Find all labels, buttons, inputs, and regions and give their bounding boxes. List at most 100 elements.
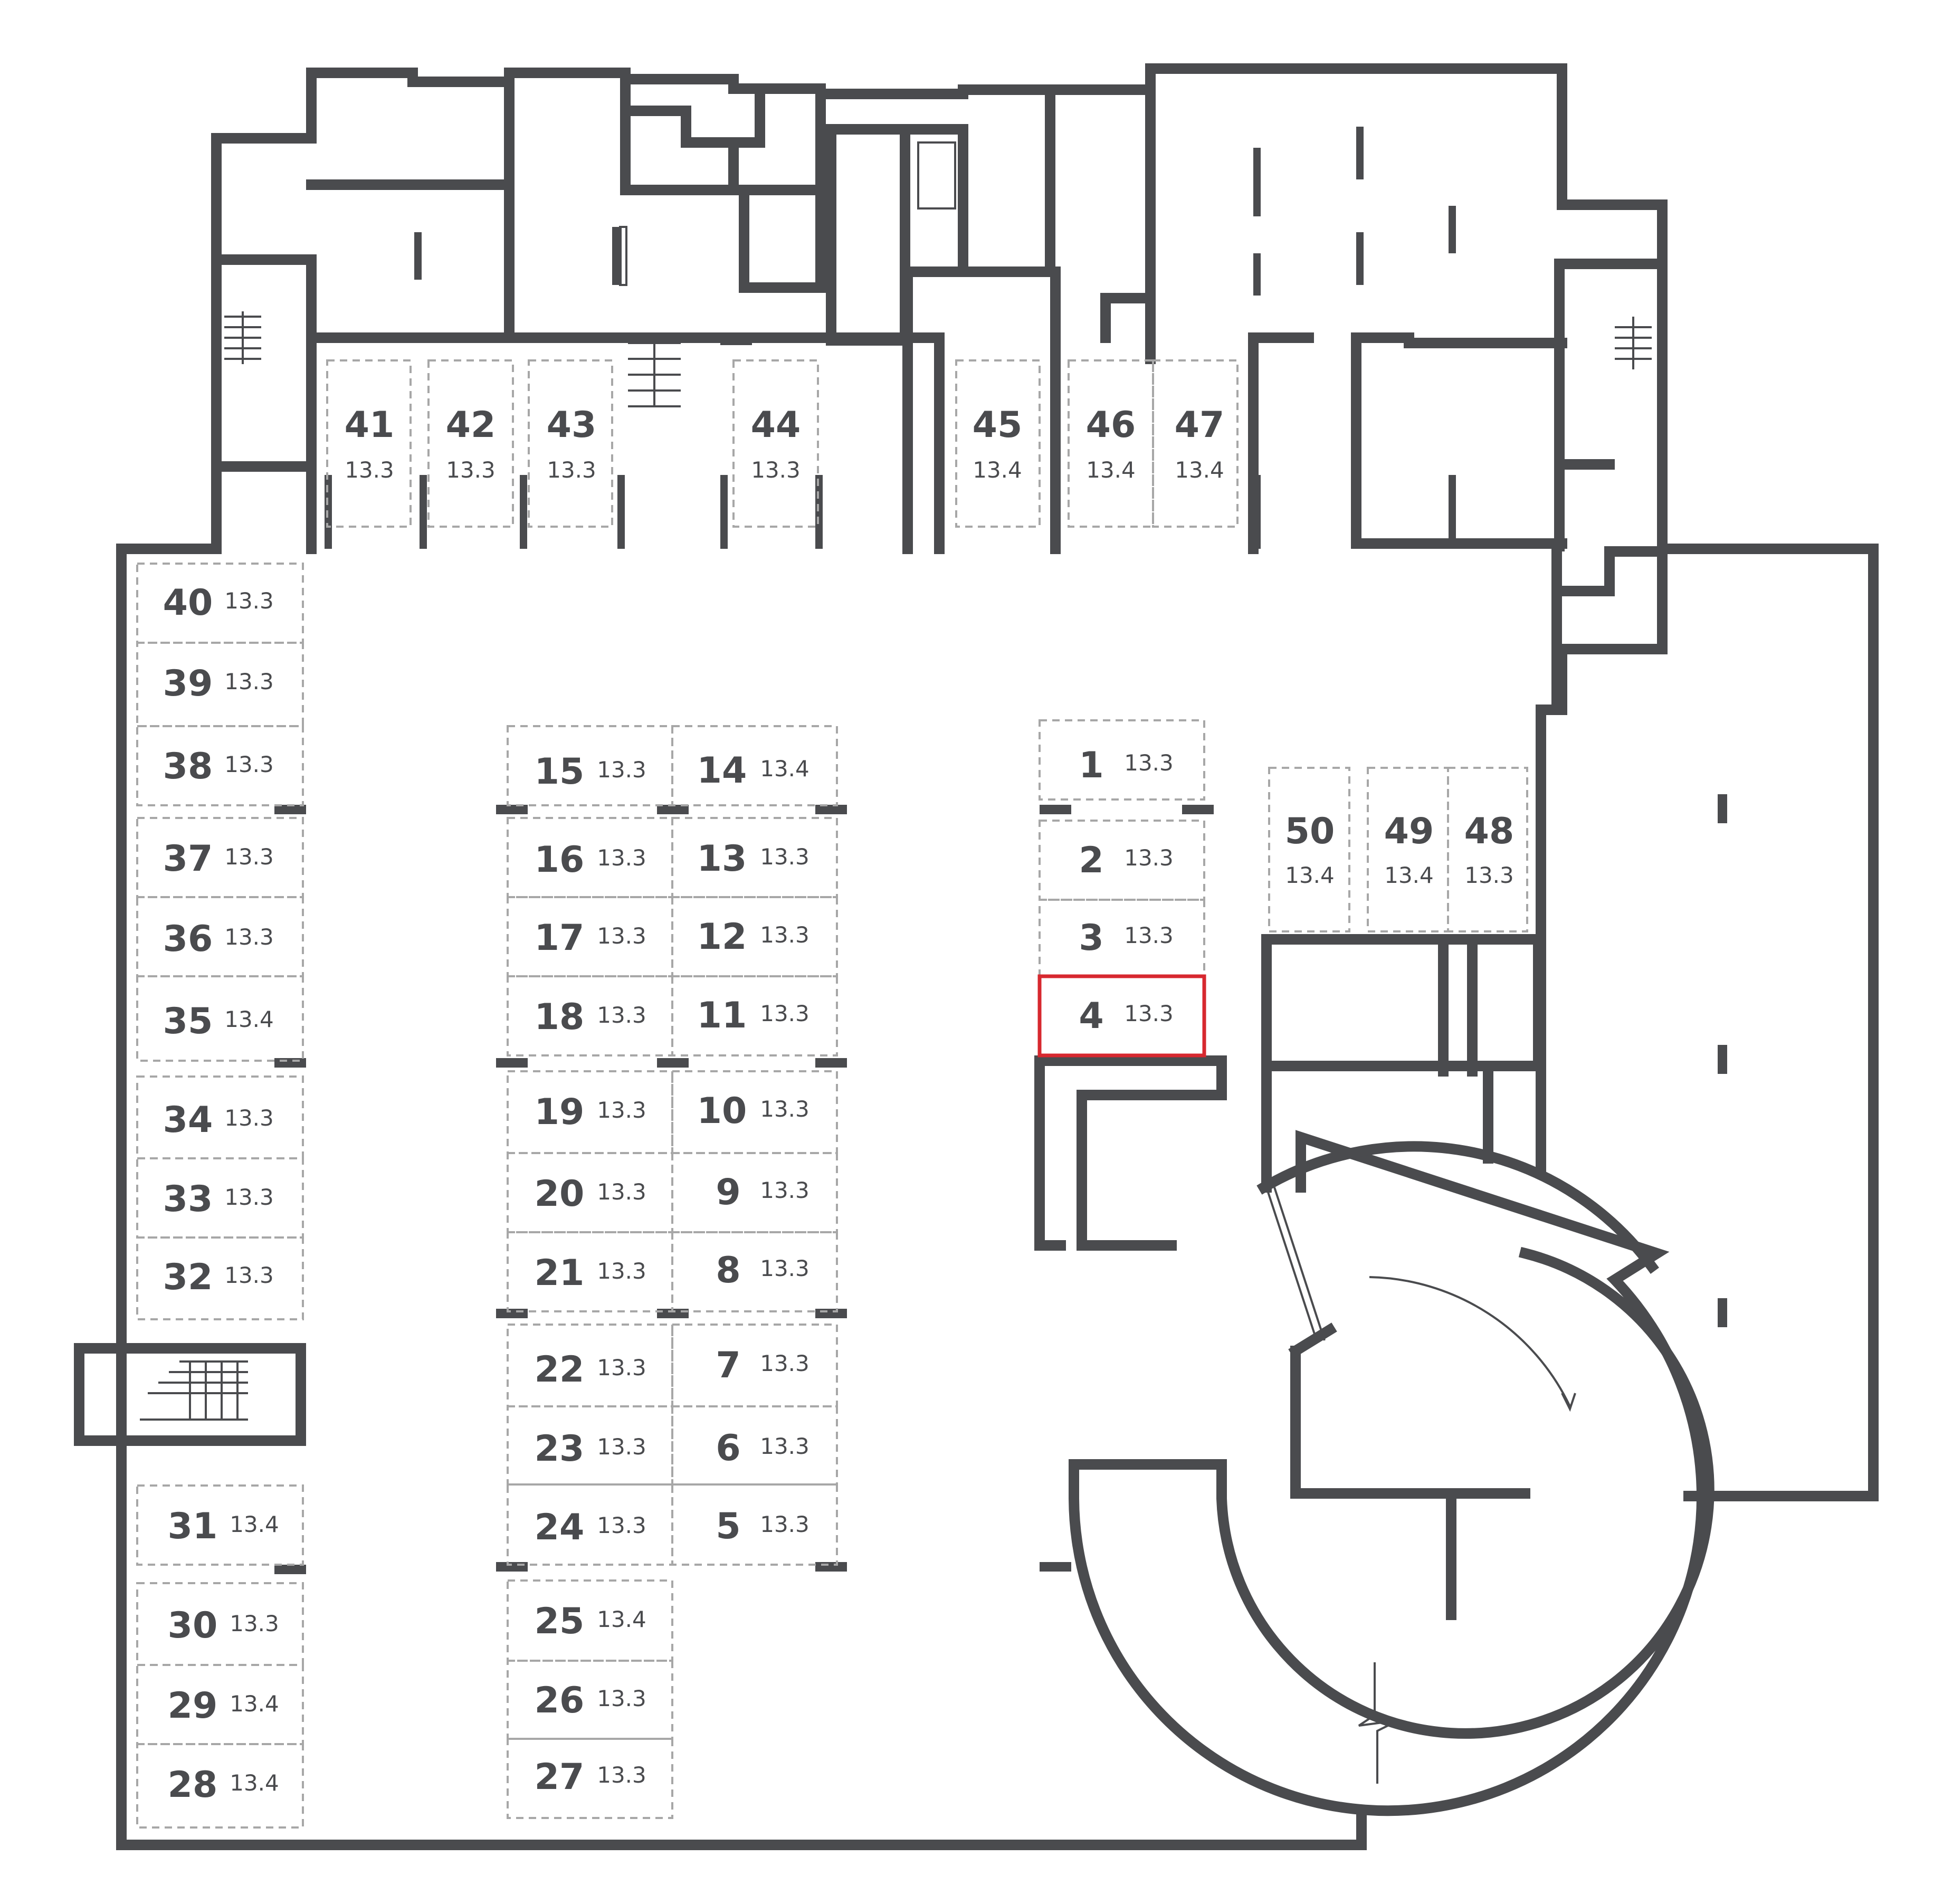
- spot-number: 47: [1175, 404, 1225, 446]
- spot-number: 21: [535, 1252, 585, 1294]
- spot-number: 10: [697, 1090, 747, 1132]
- spot-number: 50: [1285, 811, 1335, 852]
- spot-number: 41: [345, 404, 395, 446]
- spot-area: 13.3: [224, 924, 274, 950]
- spot-number: 32: [163, 1256, 213, 1298]
- spot-area: 13.3: [597, 1258, 646, 1284]
- spot-area: 13.4: [230, 1511, 279, 1537]
- spot-number: 29: [168, 1685, 218, 1727]
- spot-area: 13.3: [760, 922, 809, 948]
- spot-number: 46: [1086, 404, 1136, 446]
- spot-outlines: [136, 359, 1528, 1829]
- spot-number: 36: [163, 918, 213, 960]
- spot-area: 13.3: [597, 1097, 646, 1123]
- spot-number: 1: [1079, 745, 1103, 786]
- spot-area: 13.3: [224, 1184, 274, 1210]
- spot-area: 13.3: [1124, 750, 1174, 776]
- spot-area: 13.3: [446, 457, 496, 483]
- spot-area: 13.3: [224, 1262, 274, 1288]
- spot-number: 39: [163, 663, 213, 705]
- spot-area: 13.3: [760, 1350, 809, 1376]
- spot-area: 13.3: [547, 457, 596, 483]
- spot-number: 3: [1079, 917, 1103, 959]
- spot-number: 27: [535, 1756, 585, 1798]
- spot-number: 6: [716, 1427, 740, 1469]
- spot-number: 11: [697, 995, 747, 1036]
- spot-number: 45: [973, 404, 1023, 446]
- spot-area: 13.3: [224, 844, 274, 870]
- spot-area: 13.3: [597, 1355, 646, 1381]
- spot-area: 13.4: [760, 756, 809, 782]
- spot-area: 13.3: [224, 669, 274, 694]
- spot-number: 16: [535, 839, 585, 881]
- spot-area: 13.3: [597, 845, 646, 871]
- spot-number: 31: [168, 1506, 218, 1547]
- spot-number: 35: [163, 1001, 213, 1042]
- spot-area: 13.3: [597, 923, 646, 949]
- spot-area: 13.3: [1124, 845, 1174, 871]
- spot-area: 13.3: [224, 588, 274, 614]
- spot-number: 5: [716, 1506, 740, 1547]
- highlighted-spot-outline: [1037, 974, 1206, 1058]
- spot-area: 13.3: [345, 457, 394, 483]
- spot-area: 13.3: [760, 1511, 809, 1537]
- spot-number: 22: [535, 1349, 585, 1391]
- spot-area: 13.3: [760, 1433, 809, 1459]
- spot-area: 13.4: [1384, 862, 1434, 888]
- spot-area: 13.3: [597, 1762, 646, 1788]
- spot-number: 34: [163, 1099, 213, 1141]
- spot-number: 26: [535, 1680, 585, 1721]
- spot-area: 13.4: [230, 1691, 279, 1717]
- spot-number: 44: [751, 404, 801, 446]
- spot-area: 13.3: [597, 757, 646, 783]
- spot-number: 23: [535, 1428, 585, 1470]
- spot-number: 30: [168, 1605, 218, 1646]
- spot-area: 13.3: [760, 1001, 809, 1026]
- spot-number: 14: [697, 750, 747, 792]
- spot-number: 20: [535, 1173, 585, 1215]
- spot-area: 13.4: [1285, 862, 1335, 888]
- spot-area: 13.3: [597, 1434, 646, 1460]
- spot-area: 13.3: [597, 1512, 646, 1538]
- spot-area: 13.3: [760, 1177, 809, 1203]
- spot-area: 13.3: [597, 1686, 646, 1711]
- spot-area: 13.3: [751, 457, 801, 483]
- spot-number: 40: [163, 582, 213, 624]
- spot-number: 12: [697, 916, 747, 958]
- spot-area: 13.3: [760, 844, 809, 870]
- spot-number: 33: [163, 1178, 213, 1220]
- spot-number: 15: [535, 751, 585, 793]
- spot-area: 13.3: [760, 1255, 809, 1281]
- spot-area: 13.4: [1175, 457, 1224, 483]
- spot-area: 13.3: [230, 1611, 279, 1636]
- spot-number: 7: [716, 1345, 740, 1386]
- spot-number: 19: [535, 1091, 585, 1133]
- spot-area: 13.4: [224, 1006, 274, 1032]
- spot-number: 49: [1384, 811, 1434, 852]
- spot-number: 43: [547, 404, 597, 446]
- stair-markers: [140, 141, 1652, 1421]
- spot-number: 25: [535, 1601, 585, 1642]
- spot-number: 37: [163, 838, 213, 880]
- spot-labels: 1 13.3 2 13.3 3 13.3 4 13.3 5 13.3 6 13.…: [163, 404, 1515, 1806]
- spot-number: 8: [716, 1250, 740, 1291]
- spot-number: 2: [1079, 840, 1103, 881]
- spot-area: 13.3: [1124, 922, 1174, 948]
- spot-number: 13: [697, 838, 747, 880]
- spot-number: 4: [1079, 995, 1103, 1037]
- spot-area: 13.4: [973, 457, 1022, 483]
- spiral-ramp: [1069, 1130, 1715, 1816]
- spot-area: 13.3: [224, 751, 274, 777]
- spot-number: 28: [168, 1764, 218, 1806]
- spot-area: 13.3: [1124, 1001, 1174, 1026]
- spot-number: 48: [1464, 811, 1515, 852]
- spot-number: 38: [163, 746, 213, 787]
- spot-number: 17: [535, 917, 585, 959]
- spot-area: 13.4: [597, 1606, 646, 1632]
- spot-number: 18: [535, 996, 585, 1038]
- spot-area: 13.3: [1464, 862, 1514, 888]
- building-walls: [74, 63, 1879, 1850]
- spot-number: 9: [716, 1172, 740, 1213]
- spot-number: 24: [535, 1507, 585, 1548]
